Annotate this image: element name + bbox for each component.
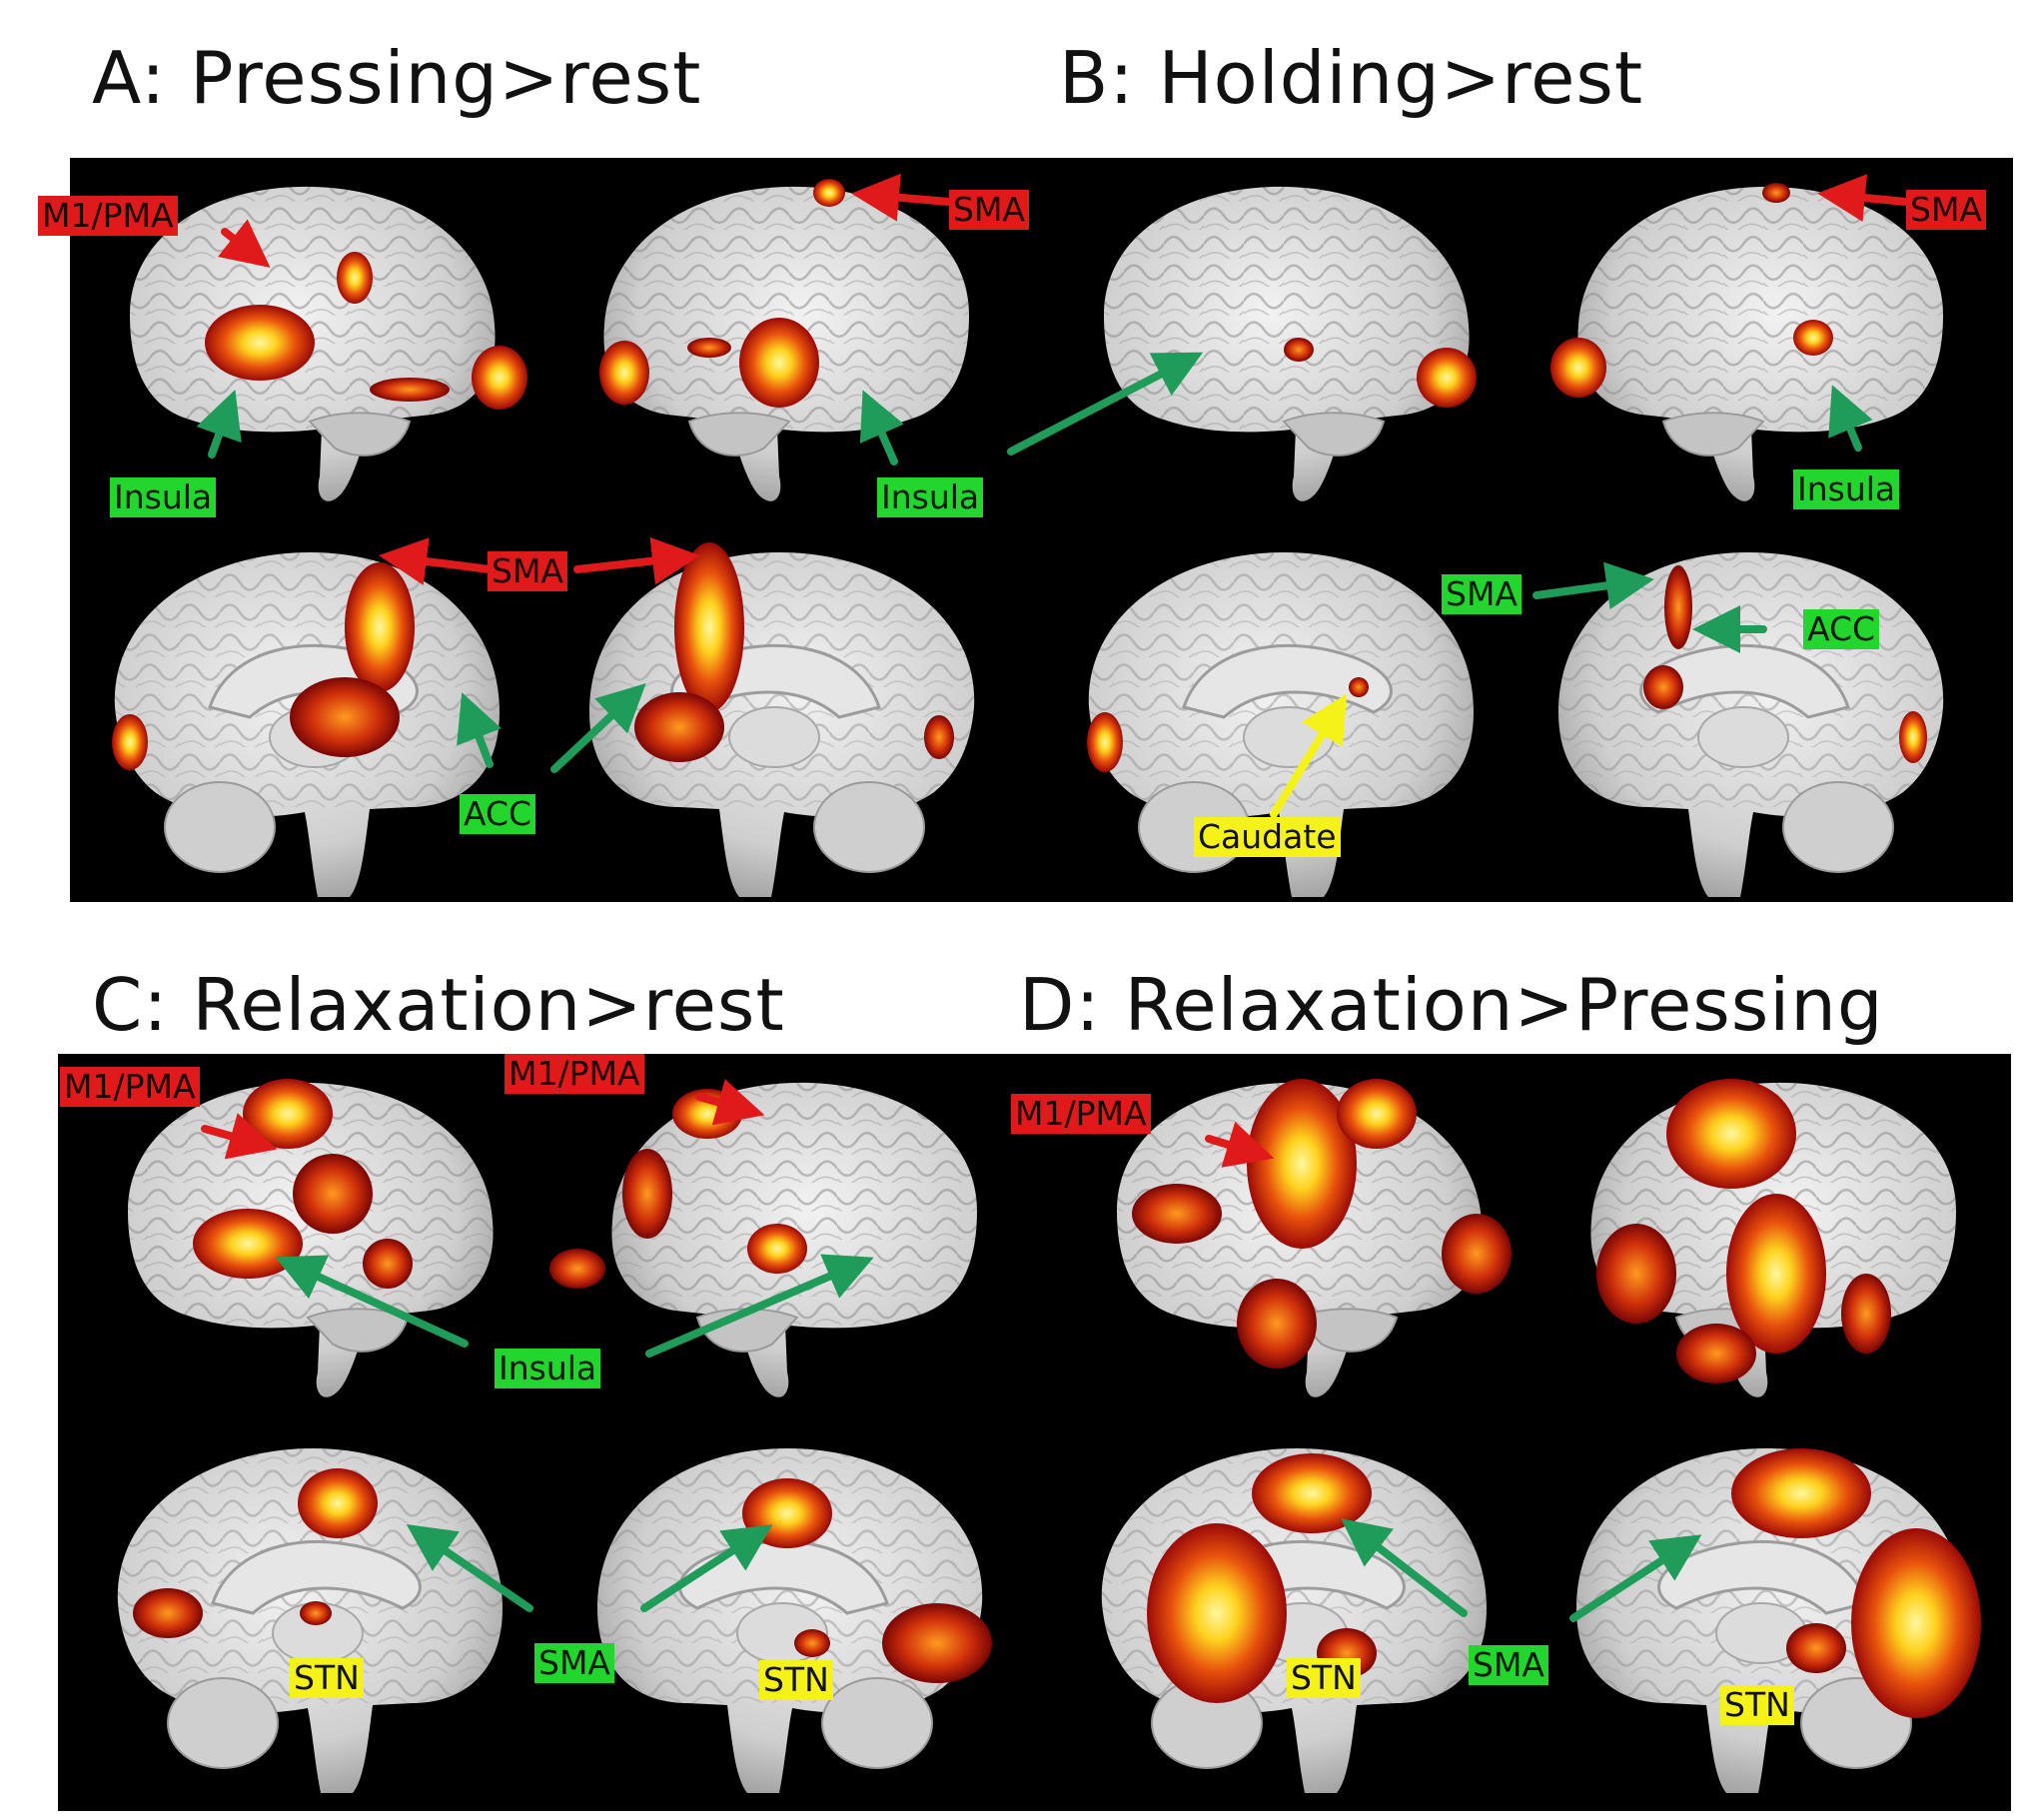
label-a-acc: ACC [460, 794, 536, 834]
panel-ab-graphics [112, 179, 1945, 899]
label-d-stn-right: STN [1720, 1685, 1794, 1725]
panel-ab [70, 158, 2013, 902]
label-b-caudate: Caudate [1194, 817, 1341, 857]
label-b-insula: Insula [1793, 469, 1900, 509]
title-a: A: Pressing>rest [92, 36, 702, 120]
label-d-sma: SMA [1469, 1645, 1548, 1685]
label-b-sma-medial: SMA [1442, 574, 1521, 614]
title-c: C: Relaxation>rest [92, 963, 785, 1047]
label-c-stn-left: STN [290, 1658, 364, 1698]
label-a-sma-medial: SMA [488, 551, 567, 591]
title-b: B: Holding>rest [1059, 36, 1644, 120]
brain-b-lateral-right [1576, 185, 1944, 502]
label-c-m1pma-left: M1/PMA [60, 1067, 200, 1107]
label-a-insula-left: Insula [110, 477, 217, 517]
title-d: D: Relaxation>Pressing [1019, 963, 1884, 1047]
label-c-sma: SMA [534, 1643, 614, 1683]
label-b-acc: ACC [1803, 609, 1880, 649]
label-c-insula: Insula [495, 1349, 601, 1388]
label-b-sma-lateral: SMA [1906, 190, 1986, 230]
label-a-insula-right: Insula [877, 477, 984, 517]
label-d-stn-left: STN [1287, 1658, 1361, 1698]
panel-cd [58, 1054, 2011, 1811]
label-d-m1pma: M1/PMA [1011, 1094, 1151, 1134]
label-c-m1pma-right: M1/PMA [505, 1054, 644, 1094]
label-c-stn-right: STN [759, 1660, 833, 1700]
label-a-sma-lateral: SMA [949, 190, 1029, 230]
label-a-m1pma: M1/PMA [38, 196, 178, 236]
brain-b-medial-right [1556, 550, 1945, 899]
